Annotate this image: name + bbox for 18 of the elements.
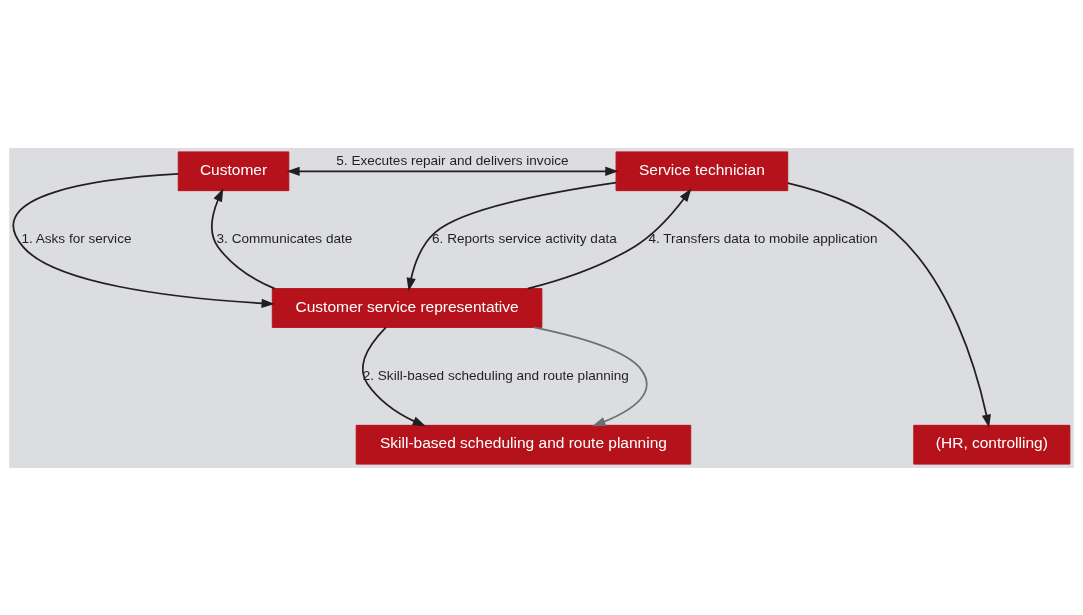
node-box: Customer service representative (271, 287, 543, 328)
edge-label: 1. Asks for service (21, 230, 132, 246)
node-box: Customer (177, 150, 290, 191)
arrow (361, 326, 426, 426)
arrow (211, 187, 276, 289)
arrow (533, 326, 648, 426)
arrow (787, 181, 991, 428)
edge-label: 5. Executes repair and delivers invoice (336, 152, 569, 168)
arrow (526, 188, 692, 289)
node-box: Service technician (615, 150, 789, 191)
arrow (406, 181, 617, 291)
edge-label: 3. Communicates date (216, 230, 353, 246)
edge-label: 6. Reports service activity data (432, 230, 617, 246)
node-box: Skill-based scheduling and route planning (355, 424, 692, 465)
edge-label: 4. Transfers data to mobile application (648, 230, 878, 246)
node-box: (HR, controlling) (913, 424, 1071, 465)
arrow (12, 172, 275, 308)
arrow (286, 166, 619, 176)
